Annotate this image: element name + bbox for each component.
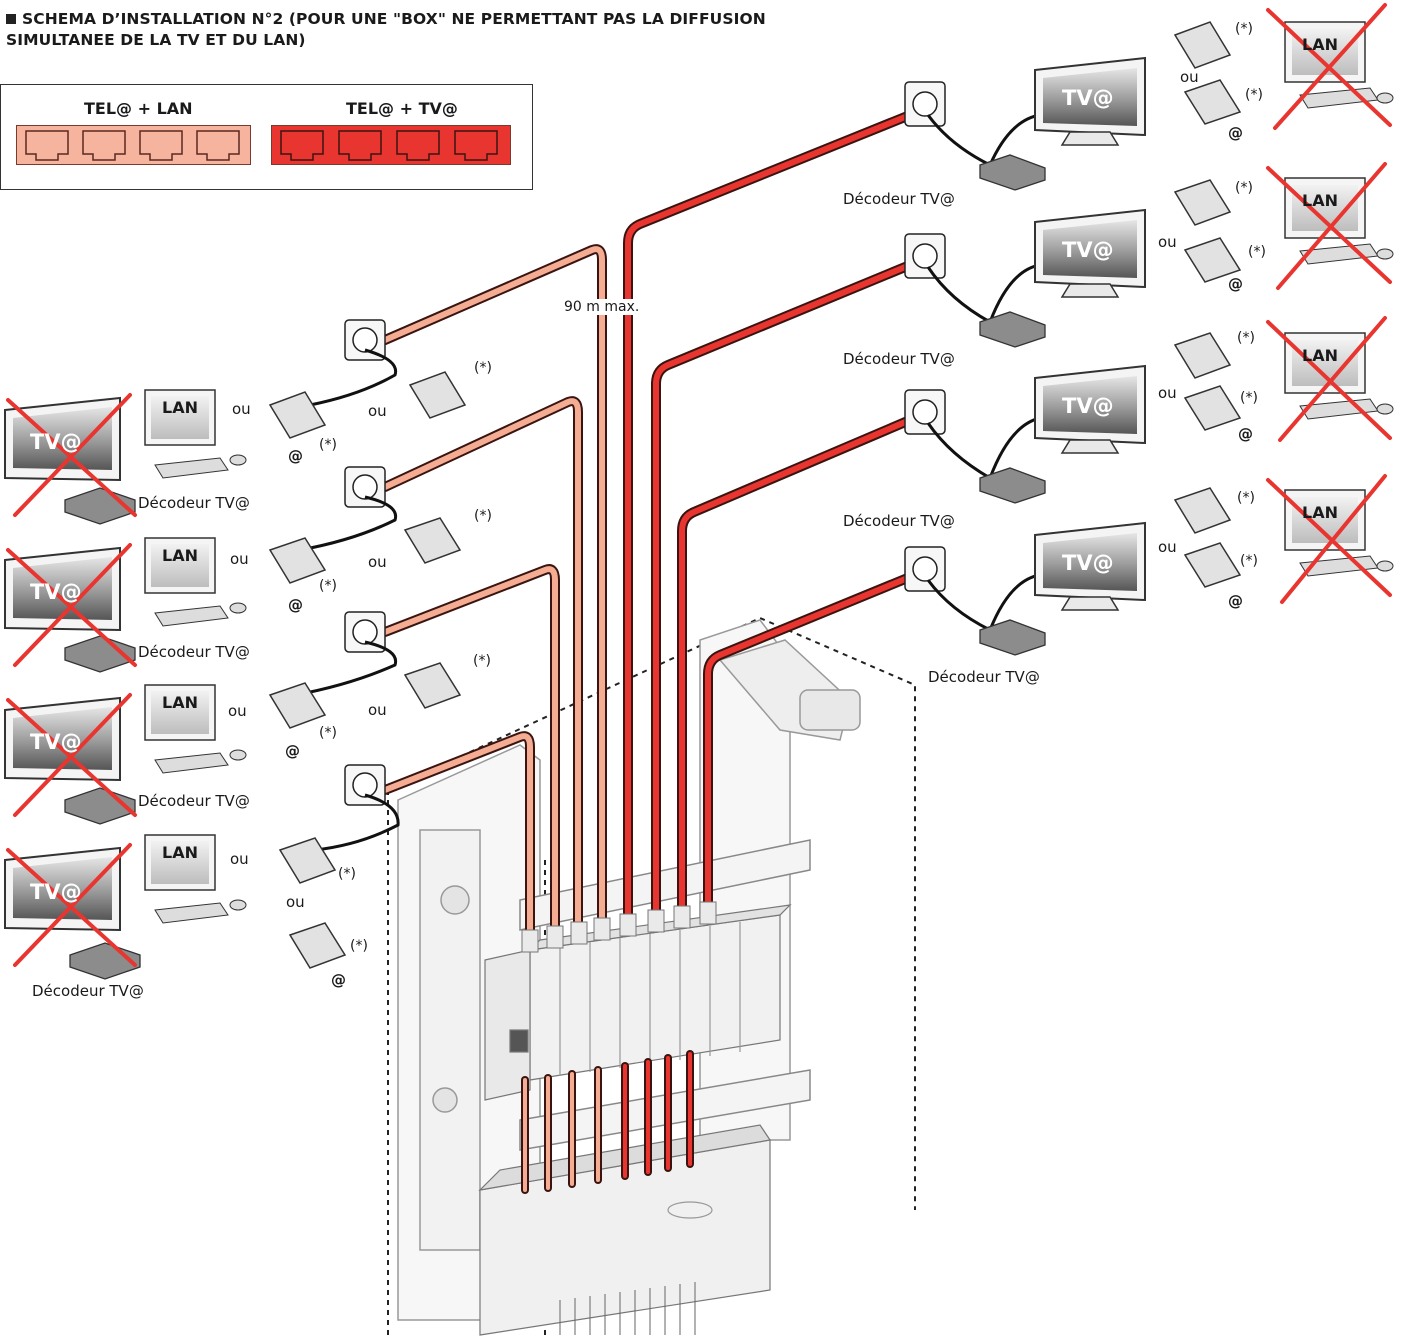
title-line-1: SCHEMA D’INSTALLATION N°2 (POUR UNE "BOX… xyxy=(22,10,766,28)
or-label: ou xyxy=(1158,538,1177,556)
lan-computers-left xyxy=(144,389,247,924)
phones-right xyxy=(1173,21,1242,588)
ip-phone-marker: @ xyxy=(1228,592,1243,610)
optional-marker: (*) xyxy=(319,437,337,453)
tv-screen-label: TV@ xyxy=(30,730,82,754)
rj45-port-icons xyxy=(25,130,240,161)
optional-marker: (*) xyxy=(338,866,356,882)
lan-cables xyxy=(380,244,607,950)
red-crosses xyxy=(6,3,1392,967)
diagram-title: SCHEMA D’INSTALLATION N°2 (POUR UNE "BOX… xyxy=(6,9,766,51)
or-label: ou xyxy=(1158,384,1177,402)
ip-phone-marker: @ xyxy=(331,971,346,989)
legend-group1-title: TEL@ + LAN xyxy=(84,99,193,118)
decoder-label: Décodeur TV@ xyxy=(843,512,955,530)
ip-phone-marker: @ xyxy=(1228,275,1243,293)
ip-phone-marker: @ xyxy=(288,447,303,465)
patch-cords xyxy=(521,1050,694,1194)
or-label: ou xyxy=(286,893,305,911)
lan-screen-label: LAN xyxy=(162,546,198,565)
optional-marker: (*) xyxy=(1240,553,1258,569)
or-label: ou xyxy=(1180,68,1199,86)
decoder-label: Décodeur TV@ xyxy=(138,792,250,810)
optional-marker: (*) xyxy=(319,578,337,594)
tv-monitors-right xyxy=(1034,56,1146,611)
optional-marker: (*) xyxy=(474,360,492,376)
or-label: ou xyxy=(232,400,251,418)
lan-screen-label: LAN xyxy=(162,398,198,417)
lan-screen-label: LAN xyxy=(162,693,198,712)
wall-outlets-left xyxy=(294,319,400,852)
tv-screen-label: TV@ xyxy=(1062,86,1114,110)
wall-outlets-right xyxy=(904,81,1041,632)
optional-marker: (*) xyxy=(1237,490,1255,506)
optional-marker: (*) xyxy=(1235,21,1253,37)
phones-left xyxy=(268,371,467,969)
optional-marker: (*) xyxy=(1240,390,1258,406)
tv-screen-label: TV@ xyxy=(30,880,82,904)
legend-group1-ports xyxy=(16,125,251,165)
ip-phone-marker: @ xyxy=(285,742,300,760)
optional-marker: (*) xyxy=(1248,244,1266,260)
decoder-label: Décodeur TV@ xyxy=(138,494,250,512)
ip-phone-marker: @ xyxy=(1228,124,1243,142)
decoder-label: Décodeur TV@ xyxy=(843,190,955,208)
optional-marker: (*) xyxy=(1245,87,1263,103)
optional-marker: (*) xyxy=(474,508,492,524)
lan-screen-label: LAN xyxy=(1302,346,1338,365)
tv-screen-label: TV@ xyxy=(1062,551,1114,575)
decoder-label: Décodeur TV@ xyxy=(32,982,144,1000)
or-label: ou xyxy=(368,701,387,719)
decoder-label: Décodeur TV@ xyxy=(138,643,250,661)
lan-computers-right xyxy=(1284,21,1394,577)
tv-cables xyxy=(623,110,915,930)
optional-marker: (*) xyxy=(1237,330,1255,346)
optional-marker: (*) xyxy=(473,653,491,669)
or-label: ou xyxy=(230,550,249,568)
or-label: ou xyxy=(368,402,387,420)
lan-screen-label: LAN xyxy=(1302,503,1338,522)
cable-terminals xyxy=(521,901,717,953)
rj45-port-icons xyxy=(280,130,498,161)
or-label: ou xyxy=(230,850,249,868)
decoder-label: Décodeur TV@ xyxy=(928,668,1040,686)
optional-marker: (*) xyxy=(350,938,368,954)
or-label: ou xyxy=(368,553,387,571)
tv-screen-label: TV@ xyxy=(1062,394,1114,418)
tv-monitors-left xyxy=(4,396,121,932)
title-line-2: SIMULTANEE DE LA TV ET DU LAN) xyxy=(6,31,306,49)
title-bullet xyxy=(6,14,16,24)
decoders-right xyxy=(979,154,1046,656)
lan-screen-label: LAN xyxy=(162,843,198,862)
decoder-label: Décodeur TV@ xyxy=(843,350,955,368)
tv-screen-label: TV@ xyxy=(1062,238,1114,262)
lan-screen-label: LAN xyxy=(1302,191,1338,210)
optional-marker: (*) xyxy=(1235,180,1253,196)
optional-marker: (*) xyxy=(319,725,337,741)
tv-screen-label: TV@ xyxy=(30,580,82,604)
legend-group2-title: TEL@ + TV@ xyxy=(346,99,458,118)
ip-phone-marker: @ xyxy=(288,596,303,614)
port-legend: TEL@ + LAN TEL@ + TV@ xyxy=(0,84,533,190)
ip-phone-marker: @ xyxy=(1238,425,1253,443)
legend-group2-ports xyxy=(271,125,511,165)
or-label: ou xyxy=(1158,233,1177,251)
tv-screen-label: TV@ xyxy=(30,430,82,454)
lan-screen-label: LAN xyxy=(1302,35,1338,54)
max-length-label: 90 m max. xyxy=(562,299,642,315)
or-label: ou xyxy=(228,702,247,720)
